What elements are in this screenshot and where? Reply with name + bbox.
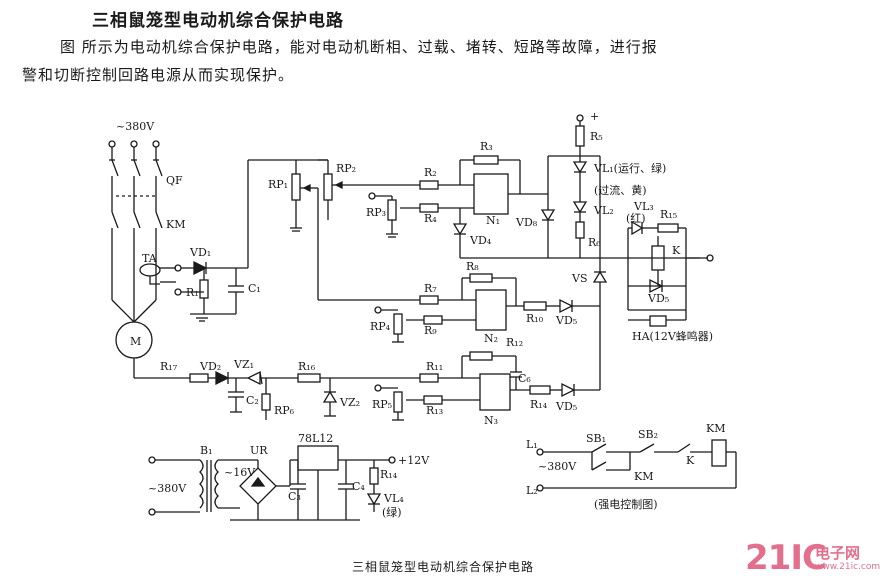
label-vl1b: (过流、黄) <box>594 183 647 197</box>
label-r2: R₂ <box>424 166 437 179</box>
label-380v-top: ~380V <box>116 120 155 133</box>
label-ha: HA(12V蜂鸣器) <box>632 329 713 343</box>
label-vl4: VL₄ <box>383 492 404 505</box>
label-strong-control: (强电控制图) <box>594 497 658 511</box>
comparator-n1 <box>368 155 700 259</box>
label-r8: R₈ <box>466 260 479 273</box>
label-c1: C₁ <box>248 282 261 295</box>
label-vl2: VL₂ <box>593 204 614 217</box>
label-380v-control: ~380V <box>538 460 577 473</box>
label-vd4: VD₄ <box>469 234 492 247</box>
label-c3: C₃ <box>288 490 301 503</box>
label-r6: R₆ <box>588 236 601 249</box>
logo-text: 21IC <box>745 538 827 578</box>
label-vs: VS <box>571 272 587 285</box>
label-vl3: VL₃ <box>633 200 654 213</box>
label-r10: R₁₀ <box>526 312 544 325</box>
three-phase-supply <box>108 140 176 300</box>
label-ur: UR <box>250 444 268 457</box>
label-r1: R₁ <box>186 286 199 299</box>
label-12v: +12V <box>398 454 430 467</box>
label-r13: R₁₃ <box>426 404 443 417</box>
label-r3: R₃ <box>480 140 493 153</box>
label-rp4: RP₄ <box>370 320 391 333</box>
page-title: 三相鼠笼型电动机综合保护电路 <box>92 11 344 31</box>
label-vd5c: VD₅ <box>555 400 577 413</box>
power-supply <box>148 445 396 521</box>
label-km: KM <box>166 218 185 231</box>
label-c6: C₆ <box>518 372 531 385</box>
lower-chain <box>189 310 601 421</box>
label-r17: R₁₇ <box>160 360 178 373</box>
comparator-n2 <box>374 273 600 343</box>
label-qf: QF <box>166 174 183 187</box>
label-n3: N₃ <box>484 414 498 427</box>
label-l1: L₁ <box>526 438 538 451</box>
label-r16: R₁₆ <box>298 360 316 373</box>
label-b1: B₁ <box>200 444 213 457</box>
label-rp6: RP₆ <box>274 404 295 417</box>
label-k: K <box>672 244 681 257</box>
label-l2: L₂ <box>526 484 538 497</box>
description-line-2: 警和切断控制回路电源从而实现保护。 <box>22 66 295 84</box>
label-r9: R₉ <box>424 324 437 337</box>
label-vd8: VD₈ <box>515 216 538 229</box>
label-r11: R₁₁ <box>426 360 443 373</box>
label-vl1: VL₁(运行、绿) <box>593 161 666 175</box>
label-rp3: RP₃ <box>366 206 386 219</box>
logo-url: www.21ic.com <box>815 562 881 572</box>
label-r5: R₅ <box>590 130 603 143</box>
label-km-coil: KM <box>706 422 725 435</box>
label-r12: R₁₂ <box>506 336 523 349</box>
relay-section <box>627 220 714 327</box>
label-rp2: RP₂ <box>336 162 356 175</box>
label-k-contact: K <box>686 454 695 467</box>
figure-caption: 三相鼠笼型电动机综合保护电路 <box>352 560 535 574</box>
site-logo: 21IC 电子网 www.21ic.com <box>745 538 883 580</box>
label-n2: N₂ <box>484 332 498 345</box>
label-vd5a: VD₅ <box>555 314 577 327</box>
label-r4: R₄ <box>424 212 437 225</box>
label-c4: C₄ <box>352 480 365 493</box>
label-green: (绿) <box>382 505 402 519</box>
label-vd1: VD₁ <box>189 246 211 259</box>
label-hong: (红) <box>626 212 646 225</box>
label-380v-bottom: ~380V <box>148 482 187 495</box>
label-n1: N₁ <box>486 214 500 227</box>
label-km-contact: KM <box>634 470 653 483</box>
ta-rectifier <box>174 159 296 322</box>
label-c2: C₂ <box>246 394 259 407</box>
label-r7: R₇ <box>424 282 437 295</box>
label-16v: ~16V <box>224 466 256 479</box>
label-vz1: VZ₁ <box>233 358 254 371</box>
label-78l12: 78L12 <box>298 432 333 445</box>
label-vd2: VD₂ <box>199 360 221 373</box>
label-r14a: R₁₄ <box>530 398 548 411</box>
strong-power-control <box>536 439 737 492</box>
label-r14b: R₁₄ <box>380 468 398 481</box>
label-vd5b: VD₅ <box>647 292 669 305</box>
label-m: M <box>130 335 141 348</box>
label-ta: TA <box>142 252 158 265</box>
logo-subtext: 电子网 <box>815 544 861 562</box>
label-plus: + <box>590 110 599 123</box>
label-vz2: VZ₂ <box>339 396 360 409</box>
label-rp1: RP₁ <box>268 178 288 191</box>
label-r15: R₁₅ <box>660 208 677 221</box>
rp1-rp2 <box>290 159 420 301</box>
label-sb1: SB₁ <box>586 432 606 445</box>
description-line-1: 图 所示为电动机综合保护电路，能对电动机断相、过载、堵转、短路等故障，进行报 <box>60 38 658 56</box>
label-rp5: RP₅ <box>372 398 392 411</box>
label-sb2: SB₂ <box>638 428 658 441</box>
motor <box>111 299 190 379</box>
indicator-column <box>547 114 608 310</box>
